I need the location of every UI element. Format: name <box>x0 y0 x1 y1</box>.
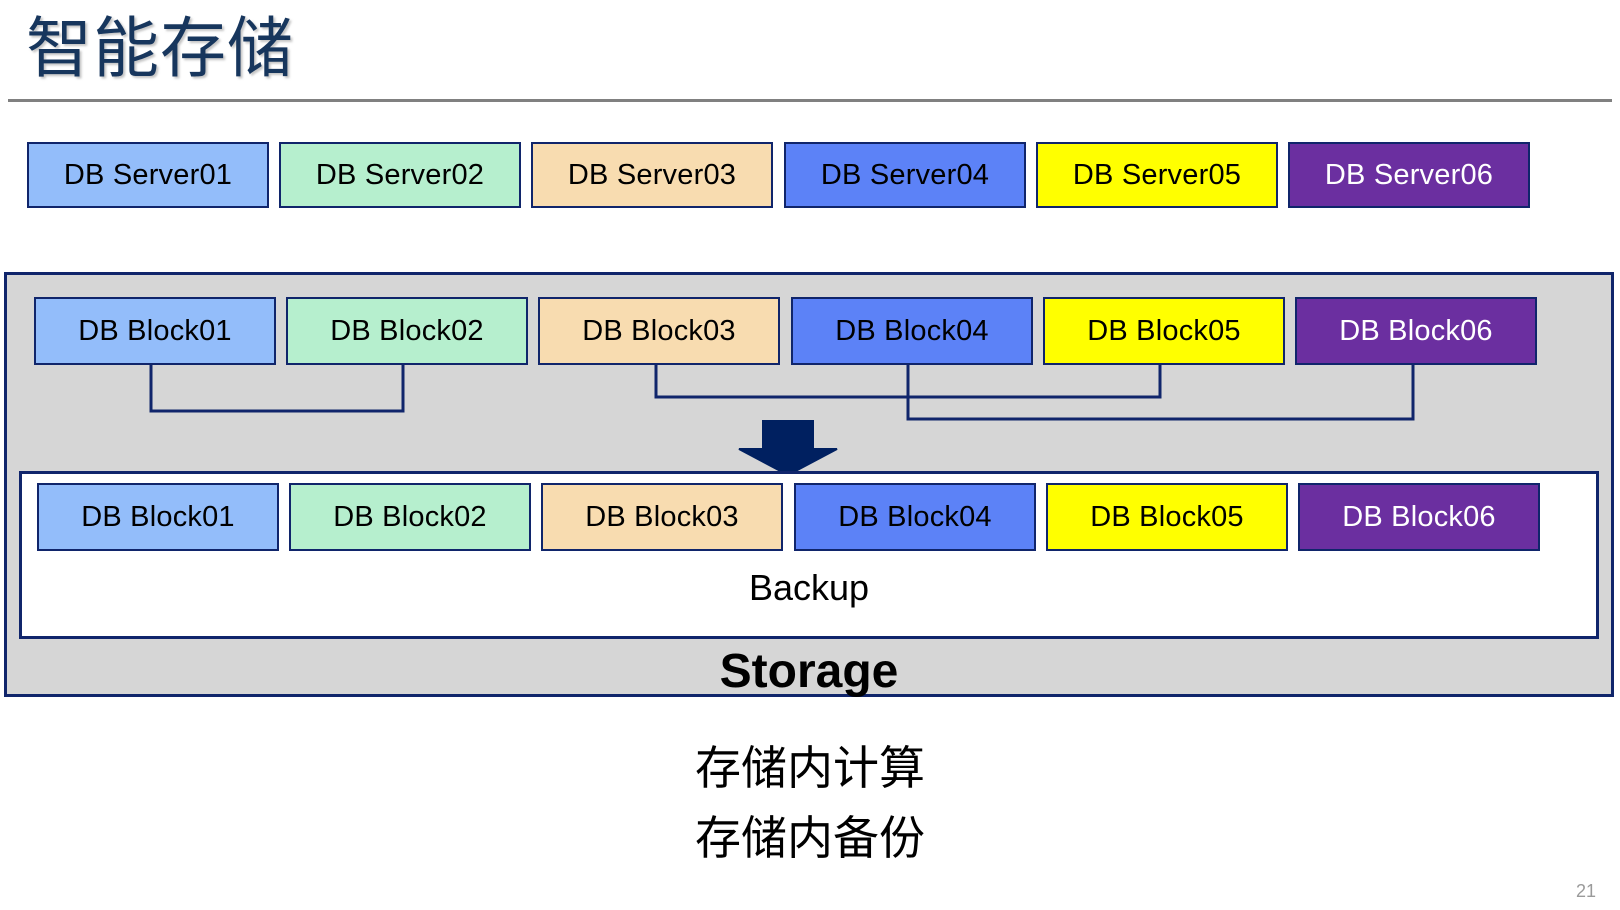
server-box-3[interactable]: DB Server03 <box>531 142 773 208</box>
server-box-1[interactable]: DB Server01 <box>27 142 269 208</box>
page-number: 21 <box>1575 881 1596 901</box>
block-top-2[interactable]: DB Block02 <box>286 297 528 365</box>
block-top-label: DB Block06 <box>1339 314 1493 347</box>
block-top-5[interactable]: DB Block05 <box>1043 297 1285 365</box>
caption-line-2: 存储内备份 <box>695 812 925 864</box>
server-box-label: DB Server04 <box>820 158 990 191</box>
block-bottom-2[interactable]: DB Block02 <box>289 483 531 551</box>
bracket-block04-block06 <box>906 365 1415 421</box>
block-row-bottom: DB Block01 DB Block02 DB Block03 DB Block04… <box>10 483 1614 551</box>
block-bottom-1[interactable]: DB Block01 <box>37 483 279 551</box>
block-top-label: DB Block01 <box>78 314 232 347</box>
block-top-label: DB Block04 <box>835 314 989 347</box>
block-top-label: DB Block02 <box>330 314 484 347</box>
block-bottom-label: DB Block01 <box>81 500 235 533</box>
block-bottom-label: DB Block06 <box>1342 500 1496 533</box>
block-bottom-label: DB Block05 <box>1090 500 1244 533</box>
server-box-label: DB Server01 <box>63 158 233 191</box>
bracket-block01-block02 <box>149 365 405 413</box>
storage-panel: DB Block01 DB Block02 DB Block03 DB Block04… <box>4 272 1614 698</box>
block-top-4[interactable]: DB Block04 <box>791 297 1033 365</box>
block-bottom-4[interactable]: DB Block04 <box>794 483 1036 551</box>
caption-line-1: 存储内计算 <box>695 742 925 794</box>
block-row-top: DB Block01 DB Block02 DB Block03 DB Block04… <box>7 297 1611 365</box>
server-box-5[interactable]: DB Server05 <box>1036 142 1278 208</box>
bracket-block03-block05 <box>654 365 1162 399</box>
page-title: 智能存储 <box>26 11 294 85</box>
server-box-6[interactable]: DB Server06 <box>1288 142 1530 208</box>
server-box-2[interactable]: DB Server02 <box>279 142 521 208</box>
title-divider <box>8 99 1612 102</box>
block-top-1[interactable]: DB Block01 <box>34 297 276 365</box>
block-bottom-label: DB Block04 <box>838 500 992 533</box>
block-bottom-5[interactable]: DB Block05 <box>1046 483 1288 551</box>
block-top-6[interactable]: DB Block06 <box>1295 297 1537 365</box>
server-box-label: DB Server02 <box>315 158 485 191</box>
block-bottom-6[interactable]: DB Block06 <box>1298 483 1540 551</box>
block-top-3[interactable]: DB Block03 <box>538 297 780 365</box>
server-row: DB Server01 DB Server02 DB Server03 DB Serv… <box>0 142 1620 208</box>
backup-label: Backup <box>748 567 870 608</box>
block-bottom-3[interactable]: DB Block03 <box>541 483 783 551</box>
server-box-label: DB Server05 <box>1072 158 1242 191</box>
server-box-4[interactable]: DB Server04 <box>784 142 1026 208</box>
block-bottom-label: DB Block02 <box>333 500 487 533</box>
storage-label: Storage <box>719 645 899 698</box>
block-top-label: DB Block05 <box>1087 314 1241 347</box>
backup-box: DB Block01 DB Block02 DB Block03 DB Block04… <box>19 471 1599 639</box>
down-arrow-icon <box>738 420 838 477</box>
server-box-label: DB Server06 <box>1324 158 1494 191</box>
block-top-label: DB Block03 <box>582 314 736 347</box>
block-bottom-label: DB Block03 <box>585 500 739 533</box>
server-box-label: DB Server03 <box>567 158 737 191</box>
